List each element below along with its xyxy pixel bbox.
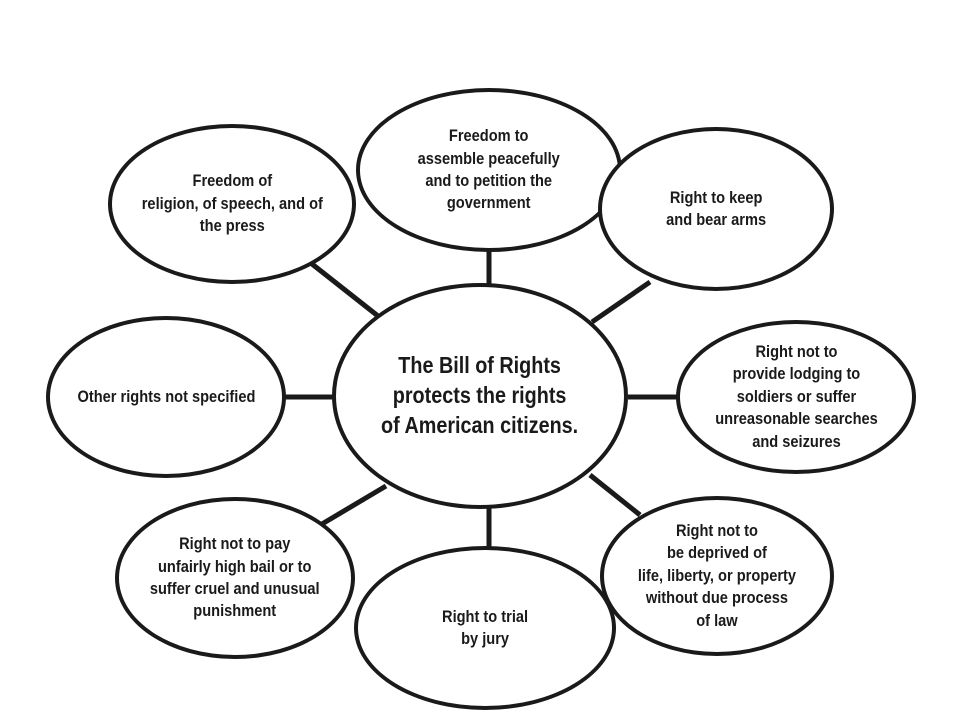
oval-bear-arms: Right to keep and bear arms xyxy=(598,127,834,291)
oval-bail-punishment: Right not to pay unfairly high bail or t… xyxy=(115,497,355,659)
oval-due-process: Right not to be deprived of life, libert… xyxy=(600,496,834,656)
oval-trial-by-jury: Right to trial by jury xyxy=(354,546,616,710)
oval-due-process-text: Right not to be deprived of life, libert… xyxy=(637,520,797,630)
oval-other-rights-text: Other rights not specified xyxy=(77,386,255,406)
oval-religion-speech-press-text: Freedom of religion, of speech, and of t… xyxy=(141,171,323,236)
connector-due-process xyxy=(588,473,642,517)
center-oval: The Bill of Rights protects the rights o… xyxy=(332,283,628,509)
oval-trial-by-jury-text: Right to trial by jury xyxy=(441,606,529,648)
oval-bail-punishment-text: Right not to pay unfairly high bail or t… xyxy=(150,534,320,621)
oval-lodging-searches-text: Right not to provide lodging to soldiers… xyxy=(714,341,878,451)
oval-other-rights: Other rights not specified xyxy=(46,316,286,478)
center-oval-text: The Bill of Rights protects the rights o… xyxy=(381,352,579,438)
connector-religion-speech-press xyxy=(310,262,380,318)
oval-lodging-searches: Right not to provide lodging to soldiers… xyxy=(676,320,916,474)
oval-religion-speech-press: Freedom of religion, of speech, and of t… xyxy=(108,124,356,284)
oval-bear-arms-text: Right to keep and bear arms xyxy=(666,187,766,229)
connector-bail-punishment xyxy=(320,483,388,527)
oval-assembly-petition-text: Freedom to assemble peacefully and to pe… xyxy=(417,126,561,213)
connector-bear-arms xyxy=(590,279,652,325)
oval-assembly-petition: Freedom to assemble peacefully and to pe… xyxy=(356,88,622,252)
